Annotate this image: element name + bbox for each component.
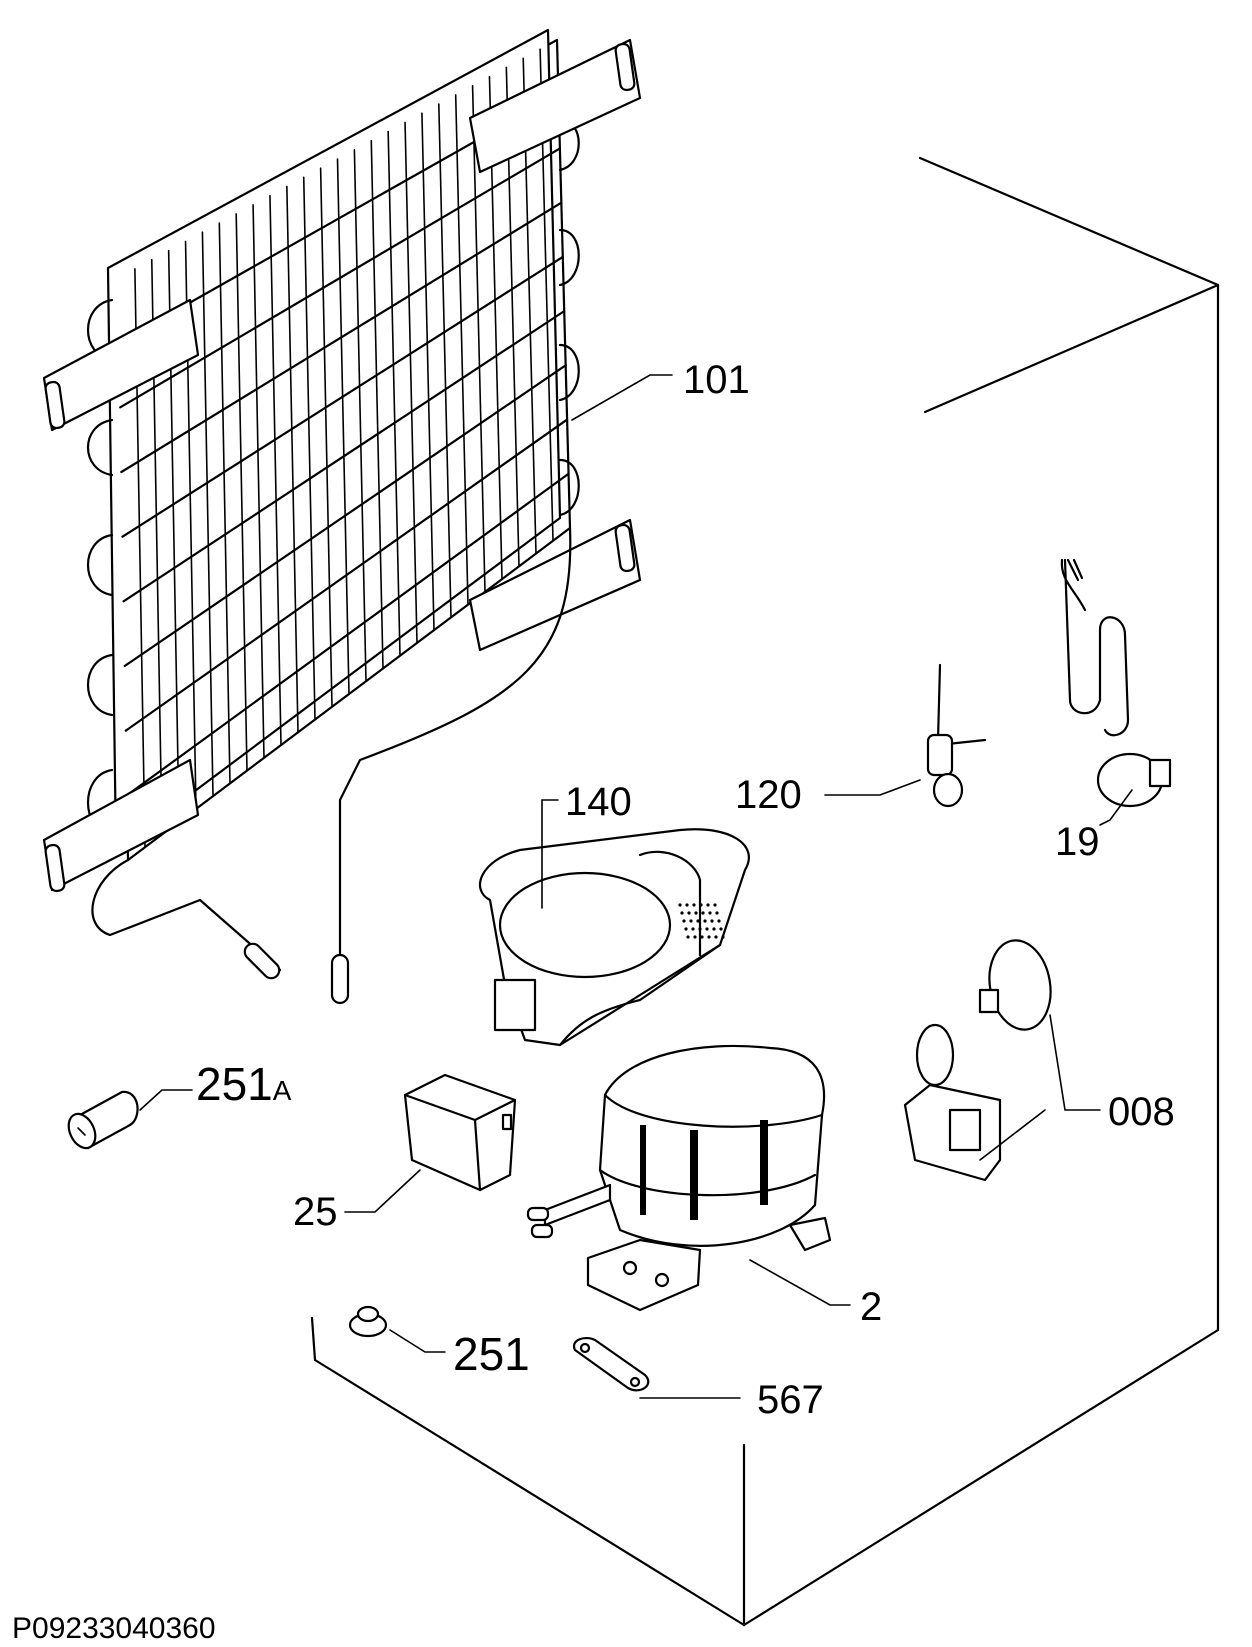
- drawing-code: P09233040360: [12, 1612, 216, 1645]
- label-19: 19: [1055, 820, 1100, 864]
- leader-lines: [139, 374, 1133, 1399]
- label-251a-suffix: A: [273, 1075, 292, 1106]
- label-567: 567: [757, 1378, 824, 1422]
- cabinet-outline: [310, 156, 1220, 1627]
- grommet-251a: [67, 1090, 139, 1150]
- capacitor-25: [403, 1073, 517, 1192]
- mains-cable-19: [1060, 558, 1172, 808]
- label-251a-number: 251: [196, 1058, 273, 1110]
- clip-567: [572, 1336, 650, 1392]
- label-251: 251: [453, 1328, 530, 1380]
- label-120: 120: [735, 773, 802, 817]
- condenser-101: [42, 28, 642, 1005]
- bushing-251: [348, 1305, 388, 1338]
- label-251a: 251A: [196, 1058, 292, 1110]
- label-25: 25: [293, 1190, 338, 1234]
- label-140: 140: [565, 780, 632, 824]
- label-008: 008: [1108, 1090, 1175, 1134]
- label-2: 2: [860, 1285, 882, 1329]
- label-101: 101: [683, 358, 750, 402]
- sensor-120: [926, 663, 987, 808]
- compressor-2: [526, 1044, 832, 1312]
- relay-008: [903, 939, 1052, 1182]
- compressor-tray-140: [479, 828, 750, 1047]
